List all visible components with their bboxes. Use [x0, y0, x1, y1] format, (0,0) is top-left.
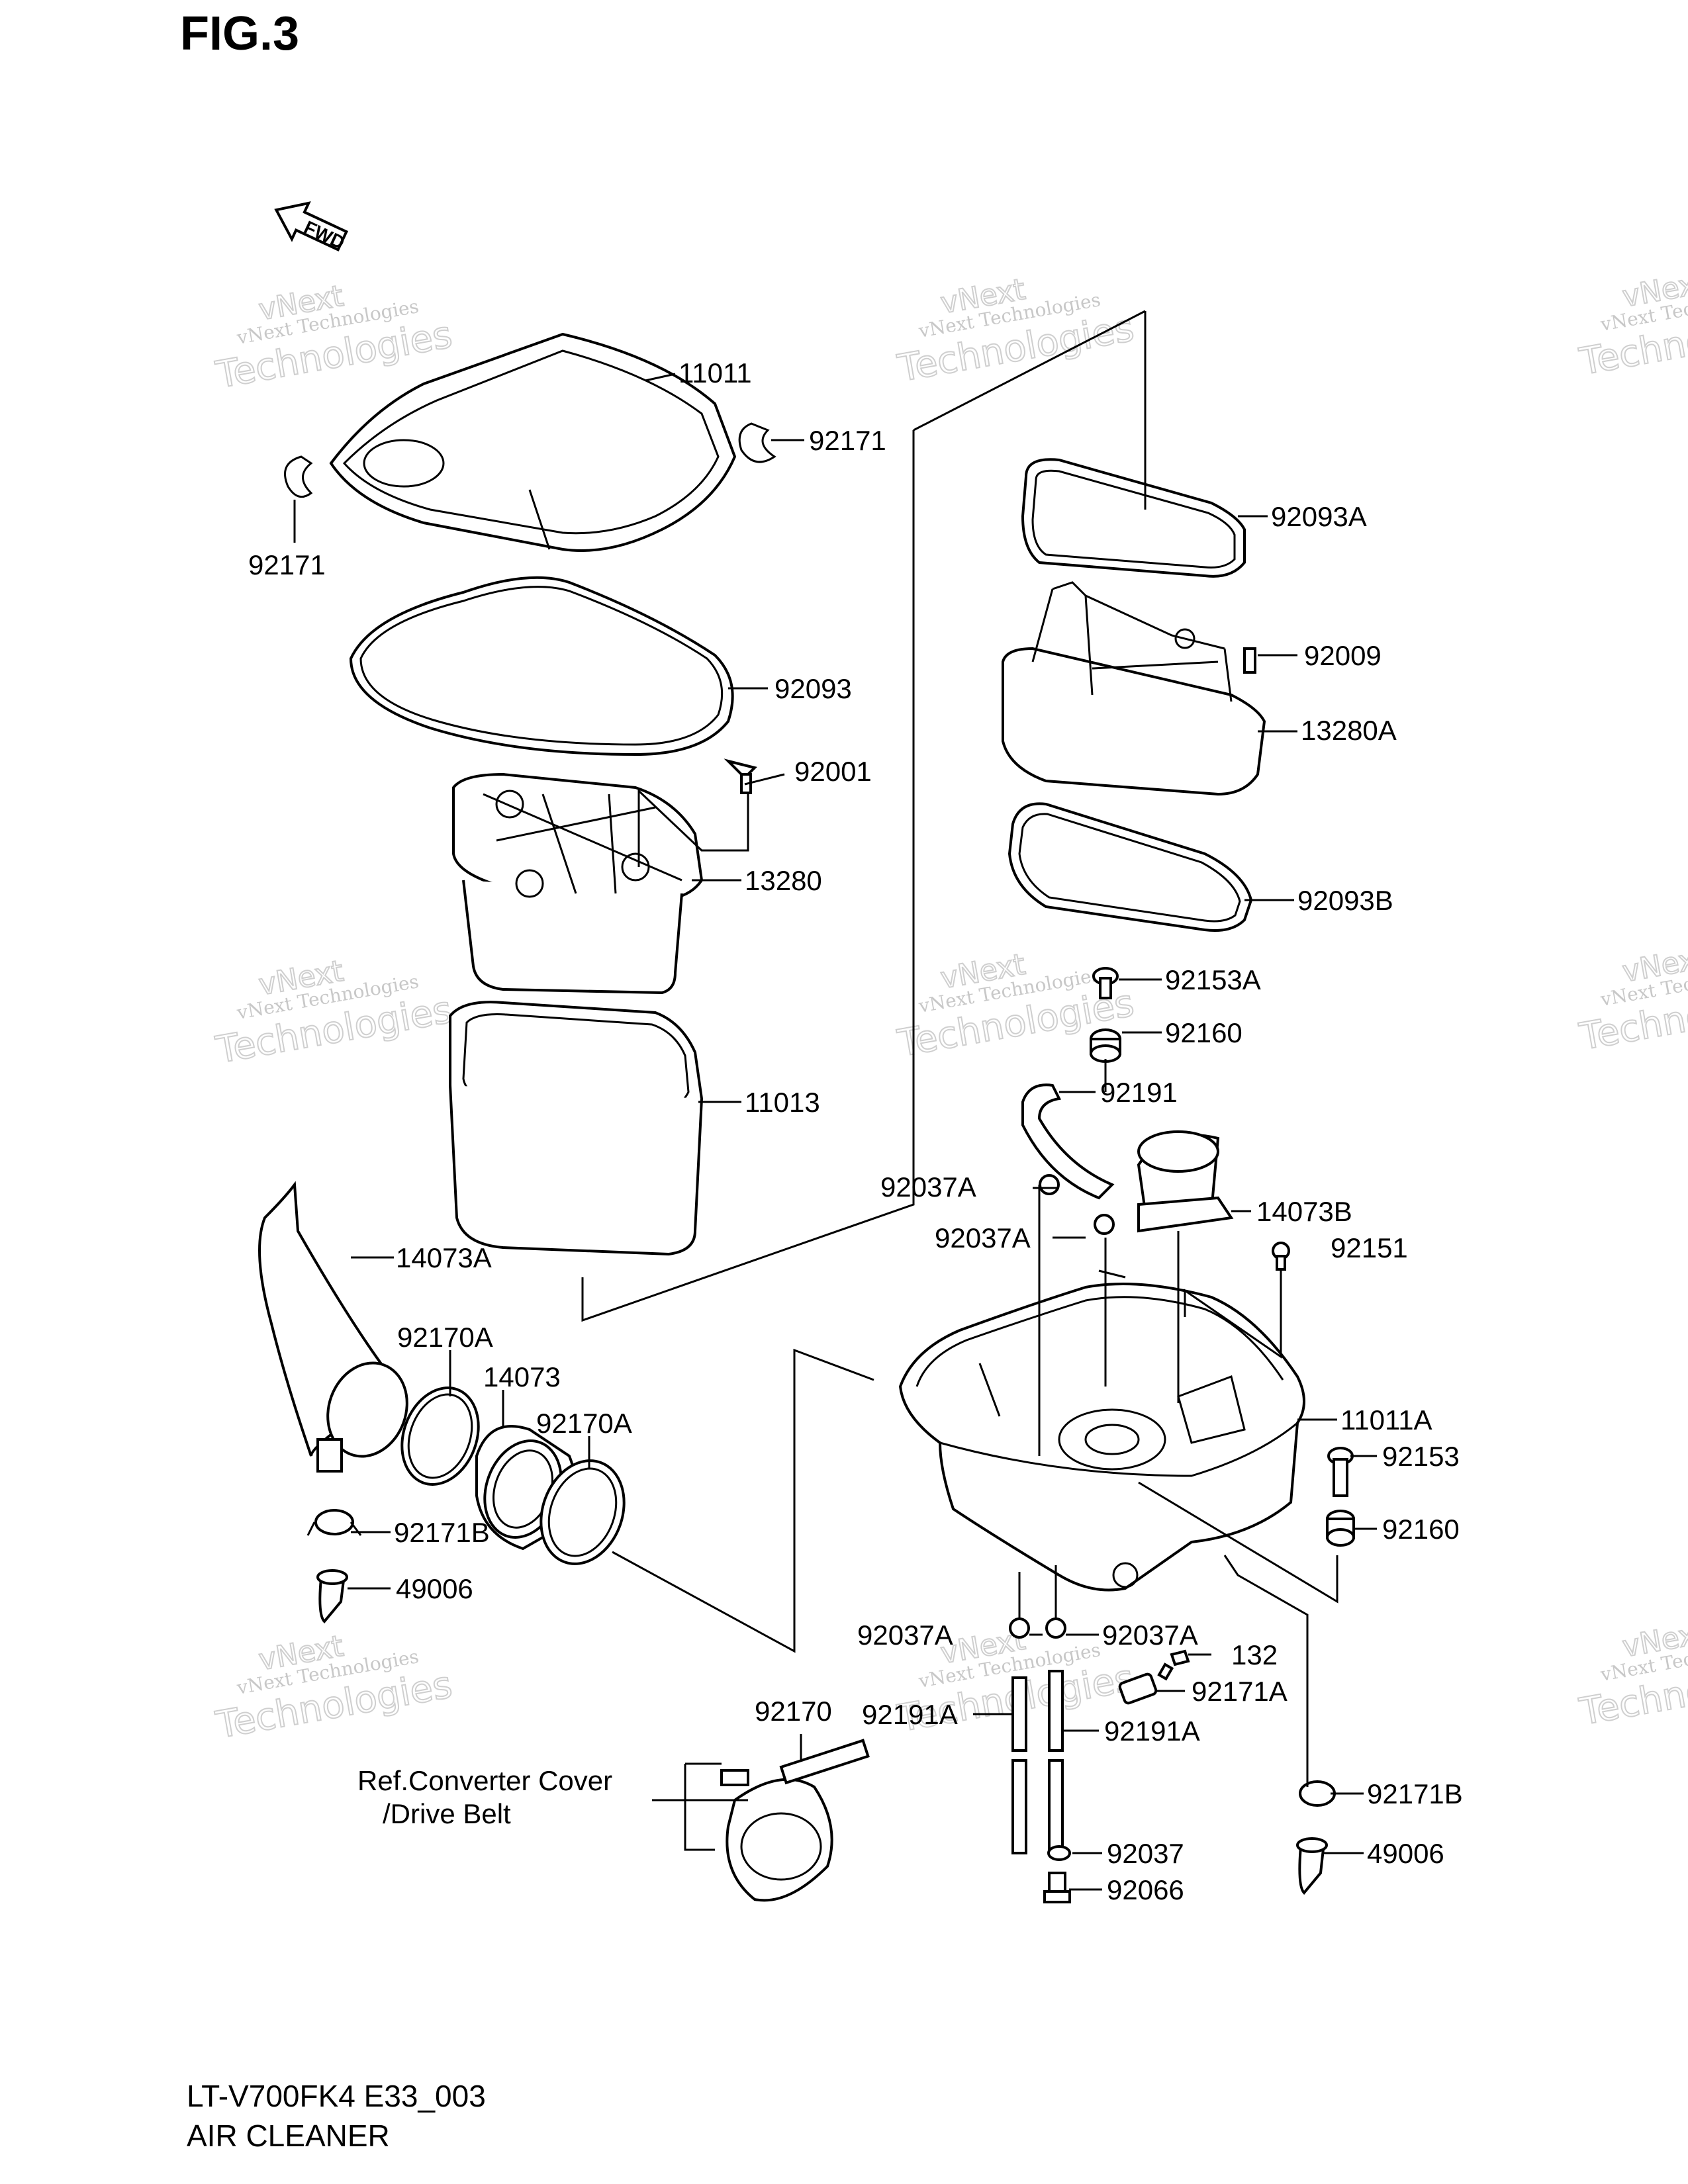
callout-label: 92151	[1331, 1232, 1408, 1263]
clamp-part	[1047, 1845, 1071, 1861]
converter-cover-part	[720, 1739, 870, 1902]
intake-duct-part	[258, 1181, 408, 1473]
watermark: vNext vNext Technologies Technologies	[212, 954, 456, 1073]
callout-label: 13280A	[1301, 715, 1397, 746]
callout-labels: 11011 92171 92171 92093 92001 13280 1101…	[248, 357, 1463, 1905]
clip-part	[1299, 1780, 1336, 1807]
drain-cap-part	[316, 1569, 348, 1623]
clip-part	[284, 455, 313, 498]
footer-diagram-name: AIR CLEANER	[187, 2118, 390, 2153]
bolt-part	[1092, 967, 1119, 999]
callout-label: 92191	[1100, 1077, 1178, 1108]
callout-label: 92160	[1165, 1017, 1243, 1048]
callout-label: 14073A	[396, 1242, 492, 1273]
callout-label: 11011A	[1340, 1404, 1432, 1435]
reference-note-line2: /Drive Belt	[383, 1798, 511, 1829]
air-filter-element-part	[449, 1001, 704, 1256]
screw-part	[1272, 1242, 1290, 1271]
clip-part	[306, 1509, 362, 1536]
callout-label: 92170A	[397, 1322, 493, 1353]
callout-label: 49006	[1367, 1838, 1444, 1869]
callout-label: 11011	[679, 357, 752, 388]
fwd-arrow-icon: FWD	[274, 201, 349, 253]
watermark: vNext vNext Technologies Technologies	[212, 279, 456, 398]
callout-label: 92170	[755, 1696, 832, 1727]
callout-label: 92171	[809, 425, 886, 456]
callout-label: 13280	[745, 865, 822, 896]
callout-label: 14073	[483, 1361, 561, 1392]
damper-part	[1326, 1510, 1355, 1547]
bolt-part	[1157, 1649, 1190, 1681]
callout-label: 92171A	[1192, 1676, 1288, 1707]
callout-label: 92191A	[1104, 1715, 1200, 1747]
clamp-part	[1045, 1617, 1066, 1639]
callout-label: 92171B	[1367, 1778, 1463, 1809]
drain-plug-part	[1043, 1872, 1071, 1903]
leader-lines	[293, 310, 1377, 1891]
callout-label: 92171	[248, 549, 326, 580]
callout-label: 92171B	[394, 1517, 490, 1548]
element-frame-part	[452, 772, 704, 995]
clamp-part	[1039, 1174, 1060, 1195]
breather-hose-part	[1021, 1083, 1115, 1200]
wing-bolt-part	[724, 758, 757, 794]
air-cleaner-case-part	[898, 1283, 1305, 1592]
callout-label: 132	[1231, 1639, 1278, 1670]
callout-label: 92037	[1107, 1838, 1184, 1869]
callout-label: 92153	[1382, 1441, 1460, 1472]
callout-label: 14073B	[1256, 1196, 1352, 1227]
callout-label: 92037A	[1102, 1619, 1198, 1651]
callout-label: 92153A	[1165, 964, 1261, 995]
watermark: vNext vNext Technologies Technologies	[1575, 940, 1688, 1060]
footer-model-code: LT-V700FK4 E33_003	[187, 2079, 486, 2113]
gasket-part	[1021, 458, 1246, 578]
callout-label: 92001	[794, 756, 872, 787]
callout-label: 92160	[1382, 1514, 1460, 1545]
callout-label: 92093B	[1297, 885, 1393, 916]
callout-label: 92037A	[857, 1619, 953, 1651]
air-cleaner-cap-part	[329, 332, 737, 552]
callout-label: 92009	[1304, 640, 1382, 671]
callout-label: 92093A	[1271, 501, 1367, 532]
clip-part	[1118, 1672, 1158, 1705]
bolt-part	[1327, 1447, 1354, 1497]
callout-label: 49006	[396, 1573, 473, 1604]
hose-clamp-part	[539, 1459, 626, 1565]
watermark: vNext vNext Technologies Technologies	[894, 272, 1138, 391]
element-bracket-part	[1002, 581, 1266, 796]
watermark: vNext vNext Technologies Technologies	[1575, 265, 1688, 385]
damper-part	[1090, 1028, 1121, 1063]
hose-clamp-part	[400, 1387, 480, 1486]
clip-part	[738, 422, 776, 463]
callout-label: 92191A	[862, 1699, 958, 1730]
intake-duct-part	[1137, 1130, 1234, 1233]
watermark: vNext vNext Technologies Technologies	[212, 1629, 456, 1748]
callout-label: 92066	[1107, 1874, 1184, 1905]
callout-label: 92037A	[880, 1171, 976, 1203]
drain-cap-part	[1296, 1837, 1328, 1895]
callout-label: 11013	[745, 1087, 820, 1118]
gasket-part	[1008, 802, 1253, 932]
callout-label: 92170A	[536, 1408, 632, 1439]
reference-note-line1: Ref.Converter Cover	[357, 1765, 612, 1796]
callout-label: 92037A	[935, 1222, 1031, 1253]
figure-title: FIG.3	[180, 7, 300, 60]
watermark: vNext vNext Technologies Technologies	[1575, 1615, 1688, 1735]
clamp-part	[1094, 1214, 1115, 1235]
gasket-part	[349, 576, 734, 756]
callout-label: 92093	[774, 673, 852, 704]
clamp-part	[1009, 1617, 1030, 1639]
